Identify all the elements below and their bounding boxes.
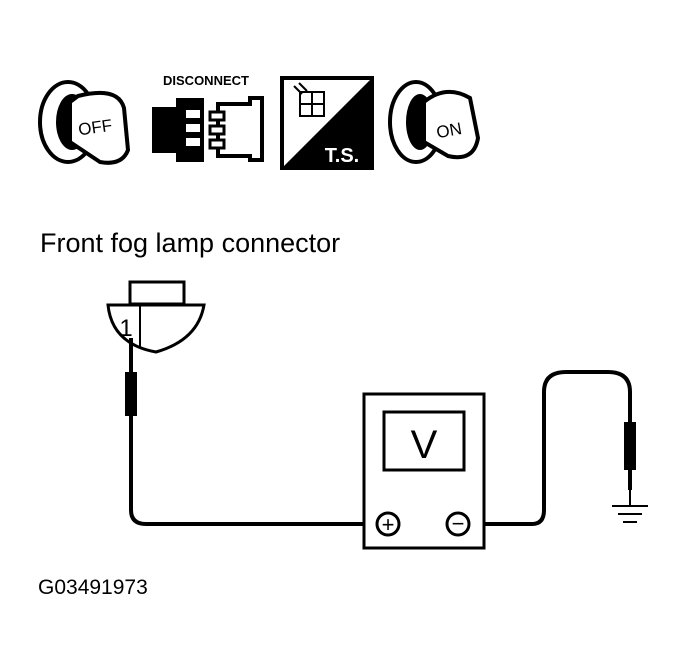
fog-lamp-connector: 1 bbox=[106, 280, 206, 354]
figure-id: G03491973 bbox=[38, 576, 148, 599]
negative-probe bbox=[624, 422, 636, 470]
test-set-icon: T.S. bbox=[280, 76, 374, 170]
negative-lead-wire bbox=[474, 370, 632, 526]
ts-label: T.S. bbox=[325, 145, 359, 167]
terminal-number: 1 bbox=[119, 315, 132, 342]
negative-symbol: − bbox=[452, 511, 465, 536]
negative-terminal: − bbox=[445, 511, 471, 537]
key-on-label: ON bbox=[435, 119, 463, 142]
connector-symbol-icon bbox=[293, 82, 325, 117]
disconnect-label: DISCONNECT bbox=[163, 73, 249, 88]
voltmeter-display bbox=[382, 410, 466, 472]
disconnect-icon: DISCONNECT bbox=[152, 73, 264, 162]
positive-symbol: + bbox=[382, 512, 395, 537]
voltmeter-display-label: V bbox=[411, 423, 438, 467]
key-off-label: OFF bbox=[77, 116, 113, 140]
ignition-on-icon: ON bbox=[388, 80, 481, 164]
ground-icon bbox=[612, 490, 648, 523]
connector-title: Front fog lamp connector bbox=[40, 228, 340, 258]
positive-lead-wire bbox=[129, 338, 364, 526]
positive-terminal: + bbox=[375, 511, 401, 537]
positive-probe bbox=[125, 372, 137, 416]
voltmeter: V + − bbox=[362, 392, 486, 550]
ignition-off-icon: OFF bbox=[38, 80, 131, 165]
